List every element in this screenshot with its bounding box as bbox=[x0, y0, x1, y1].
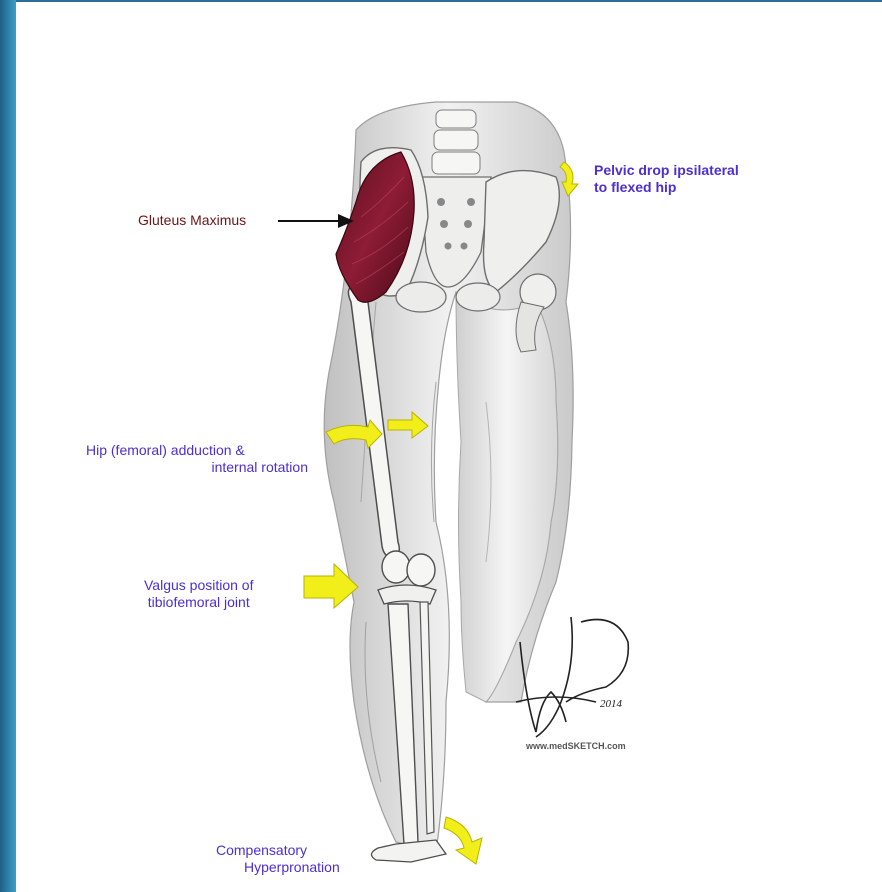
slide-background-edge bbox=[0, 0, 16, 892]
pelvic-drop-label-line1: Pelvic drop ipsilateral bbox=[594, 162, 739, 179]
pelvic-drop-label-line2: to flexed hip bbox=[594, 179, 739, 196]
knee-joint bbox=[378, 551, 436, 604]
foot-bones bbox=[371, 840, 446, 862]
gluteus-maximus-label: Gluteus Maximus bbox=[138, 212, 246, 229]
valgus-label-line2: tibiofemoral joint bbox=[144, 594, 253, 611]
website-credit: www.medSKETCH.com bbox=[526, 741, 626, 751]
illustration-panel: 2014 Gluteus Maximus Pelvic drop ipsilat… bbox=[16, 2, 882, 892]
pelvic-drop-label: Pelvic drop ipsilateral to flexed hip bbox=[594, 162, 739, 196]
hyperpronation-label: Compensatory Hyperpronation bbox=[216, 842, 340, 876]
valgus-label-line1: Valgus position of bbox=[144, 577, 253, 594]
signature-year: 2014 bbox=[600, 698, 623, 710]
hyperpronation-arrow-icon bbox=[444, 817, 482, 864]
hip-adduction-label-line1: Hip (femoral) adduction & bbox=[86, 442, 308, 459]
hip-adduction-label-line2: internal rotation bbox=[86, 459, 308, 476]
black-arrow-right-icon bbox=[278, 214, 354, 228]
hyperpronation-label-line2: Hyperpronation bbox=[216, 859, 340, 876]
hyperpronation-label-line1: Compensatory bbox=[216, 842, 340, 859]
valgus-label: Valgus position of tibiofemoral joint bbox=[144, 577, 253, 611]
hip-adduction-label: Hip (femoral) adduction & internal rotat… bbox=[86, 442, 308, 476]
